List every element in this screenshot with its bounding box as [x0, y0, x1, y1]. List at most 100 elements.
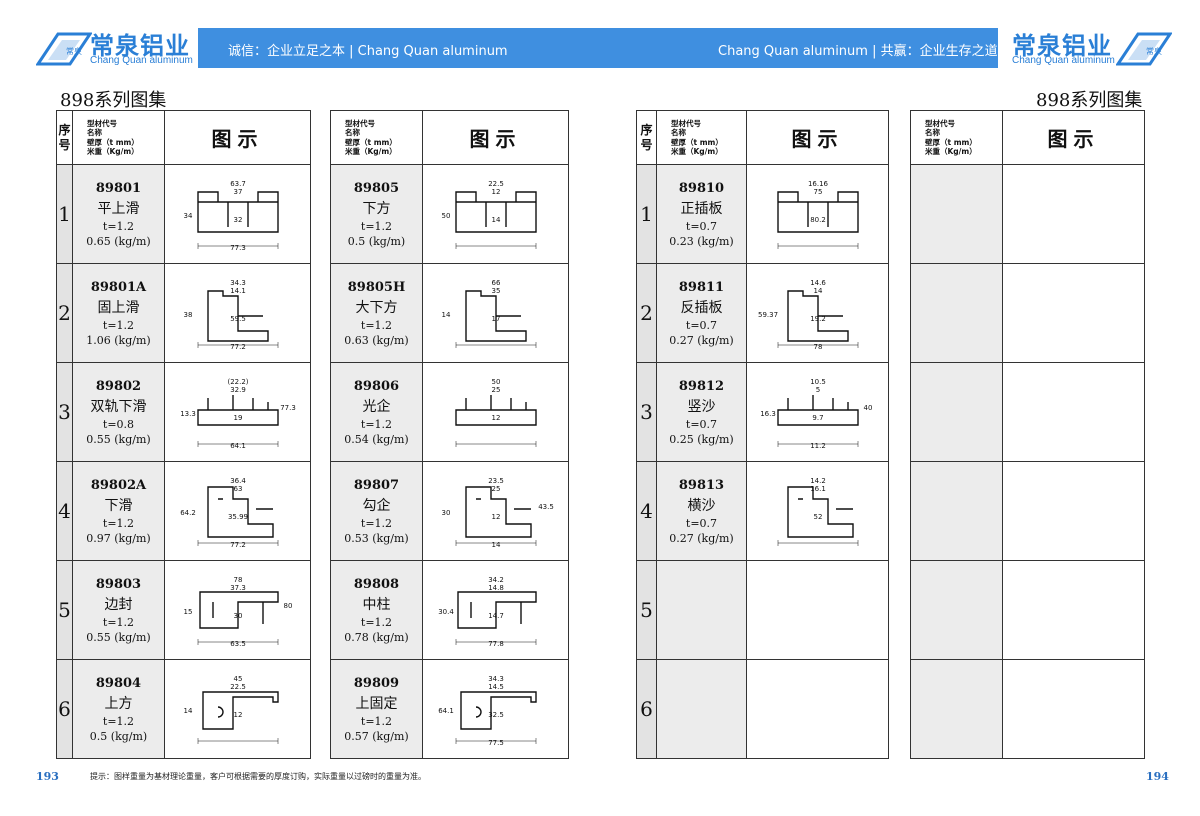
profile-weight: 0.65 (kg/m)	[86, 234, 151, 248]
profile-weight: 0.78 (kg/m)	[344, 630, 409, 644]
profile-weight: 0.97 (kg/m)	[86, 531, 151, 545]
dimension-label: 36.4	[230, 477, 246, 485]
profile-drawing: 14.216.152	[777, 477, 858, 546]
profile-thickness: t=1.2	[360, 318, 393, 332]
dimension-label: 14	[491, 216, 500, 224]
profile-name: 上方	[104, 695, 133, 712]
dimension-label: 64.2	[180, 509, 196, 517]
dimension-label: 59.5	[230, 315, 246, 323]
profile-name: 中柱	[362, 596, 391, 613]
dimension-label: 32.9	[230, 386, 246, 394]
dimension-label: 34.2	[488, 576, 504, 584]
header-figure: 图示	[746, 110, 889, 165]
table-row	[910, 164, 1145, 264]
dimension-label: 19	[233, 414, 242, 422]
row-number: 2	[56, 263, 73, 363]
dimension-label: 14	[183, 707, 192, 715]
dimension-label: 37	[233, 188, 242, 196]
row-number: 2	[636, 263, 657, 363]
profile-info	[910, 263, 1003, 363]
dimension-label: 78	[233, 576, 242, 584]
profile-weight: 0.25 (kg/m)	[669, 432, 734, 446]
profile-code: 89810	[678, 180, 725, 196]
dimension-label: 77.5	[488, 739, 504, 747]
header-info: 型材代号名称壁厚（t mm）米重（Kg/m）	[910, 110, 1003, 165]
profile-weight: 0.27 (kg/m)	[669, 531, 734, 545]
profile-code: 89811	[678, 279, 725, 295]
profile-code: 89807	[353, 477, 400, 493]
dimension-label: 14.7	[488, 612, 504, 620]
right-brand-en: Chang Quan aluminum	[1012, 55, 1115, 66]
table-row	[910, 659, 1145, 759]
dimension-label: 75	[813, 188, 822, 196]
dimension-label: 50	[441, 212, 450, 220]
dimension-label: 30.4	[438, 608, 454, 616]
profile-code: 89812	[678, 378, 725, 394]
profile-info	[656, 659, 747, 759]
dimension-label: 32.5	[488, 711, 504, 719]
dimension-label: 77.2	[230, 541, 246, 549]
profile-name: 平上滑	[97, 200, 140, 217]
header-figure: 图示	[164, 110, 311, 165]
profile-figure	[1002, 263, 1145, 363]
left-brand-cn: 常泉铝业	[90, 32, 190, 60]
right-series-title: 898系列图集	[1036, 90, 1143, 111]
profile-weight: 0.55 (kg/m)	[86, 432, 151, 446]
profile-weight: 1.06 (kg/m)	[86, 333, 151, 347]
header-info: 型材代号名称壁厚（t mm）米重（Kg/m）	[330, 110, 423, 165]
dimension-label: 12	[491, 188, 500, 196]
profile-code: 89802A	[90, 477, 147, 493]
profile-weight: 0.53 (kg/m)	[344, 531, 409, 545]
profile-thickness: t=1.2	[360, 615, 393, 629]
row-number: 3	[56, 362, 73, 462]
profile-thickness: t=1.2	[360, 714, 393, 728]
profile-name: 正插板	[680, 200, 723, 217]
table-row	[910, 461, 1145, 561]
profile-weight: 0.5 (kg/m)	[347, 234, 406, 248]
dimension-label: 80.2	[810, 216, 826, 224]
profile-code: 89801	[95, 180, 142, 196]
right-slogan: Chang Quan aluminum | 共赢：企业生存之道	[718, 44, 998, 59]
page-number-right: 194	[1146, 770, 1169, 783]
dimension-label: 15	[183, 608, 192, 616]
dimension-label: 37.3	[230, 584, 246, 592]
table-row	[910, 560, 1145, 660]
page-number-left: 193	[36, 770, 59, 783]
dimension-label: 30	[233, 612, 242, 620]
dimension-label: 32	[233, 216, 242, 224]
profile-code: 89801A	[90, 279, 147, 295]
dimension-label: 40	[863, 404, 872, 412]
dimension-label: 77.3	[230, 244, 246, 252]
dimension-label: 63	[233, 485, 242, 493]
dimension-label: 12	[491, 513, 500, 521]
profile-thickness: t=1.2	[360, 516, 393, 530]
row-number: 3	[636, 362, 657, 462]
dimension-label: 23.5	[488, 477, 504, 485]
dimension-label: 14	[441, 311, 450, 319]
dimension-label: 13.3	[180, 410, 196, 418]
